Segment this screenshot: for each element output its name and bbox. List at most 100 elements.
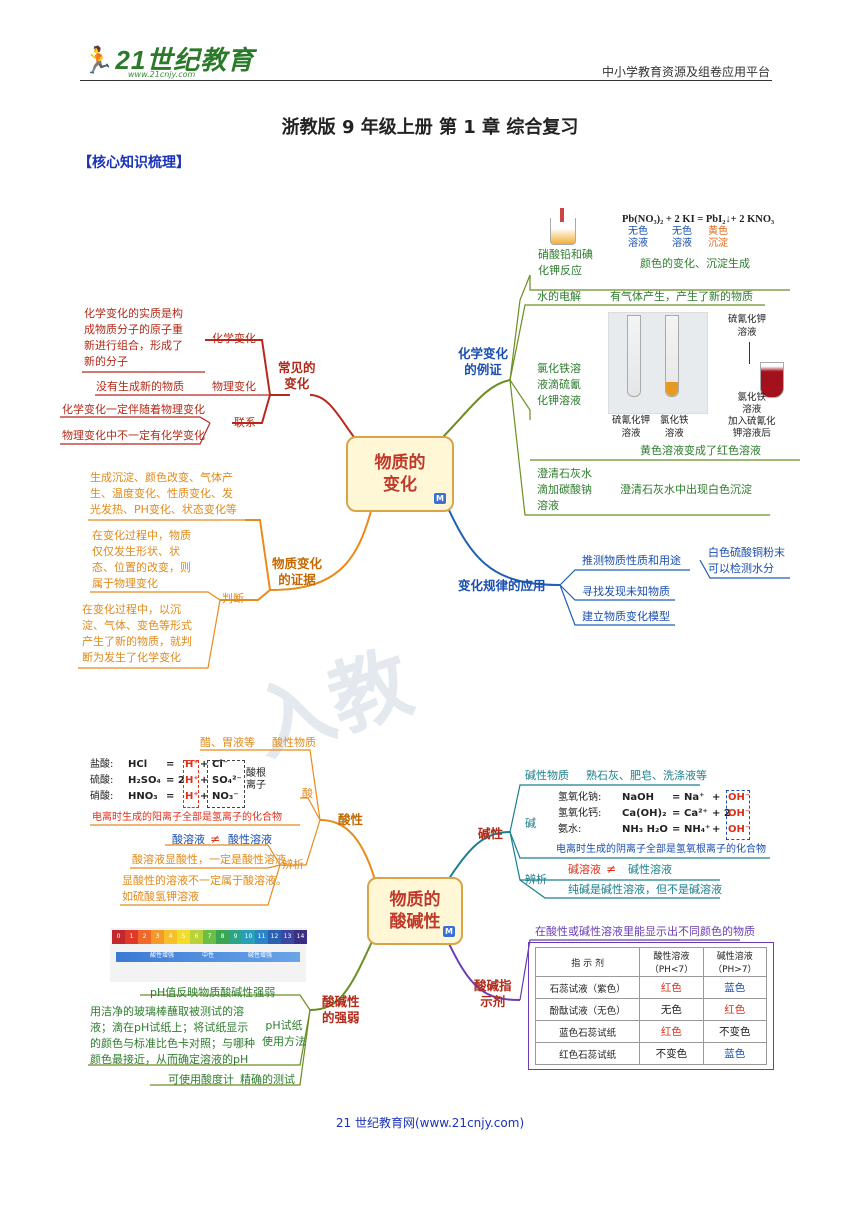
formula: NH₃ H₂O xyxy=(622,824,668,835)
tube-3-bottom-label: 氯化铁溶液 加入硫氰化钾溶液后 xyxy=(728,392,776,439)
h-ion: H⁺ xyxy=(185,791,199,802)
link-desc-1: 化学变化一定伴随着物理变化 xyxy=(62,403,205,416)
table-header-row: 指 示 剂酸性溶液 （PH<7）碱性溶液 （PH>7） xyxy=(534,947,768,977)
link-desc-2: 物理变化中不一定有化学变化 xyxy=(62,429,205,442)
table-row: 红色石蕊试纸不变色蓝色 xyxy=(534,1042,768,1065)
reaction-equation: Pb(NO₃)₂ + 2 KI = PbI₂↓+ 2 KNO₃ xyxy=(622,214,775,225)
apply-3: 建立物质变化模型 xyxy=(582,610,670,623)
plus: + xyxy=(200,791,209,802)
plus: + xyxy=(712,824,721,835)
hub-acid-base: 物质的酸碱性 M xyxy=(367,877,463,945)
acid-name: 盐酸: xyxy=(90,759,114,770)
judge-physical: 在变化过程中，物质仅仅发生形状、状 态、位置的改变，则属于物理变化 xyxy=(92,529,191,590)
example-1-label: 硝酸铅和碘化钾反应 xyxy=(538,248,593,277)
table-cell: 红色 xyxy=(702,998,768,1021)
acid-name: 硫酸: xyxy=(90,775,114,786)
acid-name: 硝酸: xyxy=(90,791,114,802)
table-cell: 蓝色 xyxy=(702,976,768,999)
ph-swatch: 14 xyxy=(294,930,307,944)
mindmap-icon: M xyxy=(434,493,446,504)
ph-swatch: 7 xyxy=(203,930,216,944)
table-cell: 红色 xyxy=(639,1020,704,1043)
topic-strength: 酸碱性的强弱 xyxy=(322,994,360,1025)
base-substance-desc: 熟石灰、肥皂、洗涤液等 xyxy=(586,769,707,782)
table-row: 蓝色石蕊试纸红色不变色 xyxy=(534,1020,768,1043)
acid-distinguish-2: 酸溶液显酸性，一定是酸性溶液 xyxy=(132,853,286,866)
phys-change-desc: 没有生成新的物质 xyxy=(96,380,184,393)
oh-ion-box xyxy=(726,790,750,840)
table-row: 石蕊试液（紫色）红色蓝色 xyxy=(534,976,768,999)
acid-label: 酸 xyxy=(302,787,313,800)
cation: Ca²⁺ xyxy=(684,808,708,819)
ph-swatch: 11 xyxy=(255,930,268,944)
example-3-desc: 黄色溶液变成了红色溶液 xyxy=(640,444,761,457)
down-arrow-icon xyxy=(749,342,750,364)
platform-name: 中小学教育资源及组卷应用平台 xyxy=(601,65,770,79)
acid-substance-label: 酸性物质 xyxy=(272,736,316,749)
not-equal-icon: ≠ xyxy=(606,862,617,876)
red-test-tube xyxy=(760,362,784,398)
chem-change-desc: 化学变化的实质是构成物质分子的原子重 新进行组合，形成了新的分子 xyxy=(84,307,183,368)
section-heading: 【核心知识梳理】 xyxy=(78,155,190,171)
basic-solution: 碱性溶液 xyxy=(628,863,672,876)
topic-apply: 变化规律的应用 xyxy=(458,578,546,593)
formula: H₂SO₄ xyxy=(128,775,161,786)
judge-label: 判断 xyxy=(222,592,244,605)
formula: NaOH xyxy=(622,792,654,803)
h-ion: H⁺ xyxy=(185,759,199,770)
equals: = xyxy=(166,759,175,770)
plus: + 2 xyxy=(712,808,731,819)
test-tube-photo xyxy=(608,312,708,414)
ph-paper-method-label: pH试纸使用方法 xyxy=(262,1019,306,1048)
topic-acidity: 酸性 xyxy=(338,812,364,827)
table-row: 酚酞试液（无色）无色红色 xyxy=(534,998,768,1021)
ph-swatch: 10 xyxy=(242,930,255,944)
formula: HCl xyxy=(128,759,148,770)
example-4-label: 澄清石灰水滴加碳酸钠溶液 xyxy=(537,467,592,512)
example-4-desc: 澄清石灰水中出现白色沉淀 xyxy=(620,483,752,496)
ph-swatch: 12 xyxy=(268,930,281,944)
ph-swatch: 13 xyxy=(281,930,294,944)
equals: = xyxy=(672,808,681,819)
page-footer: 21 世纪教育网(www.21cnjy.com) xyxy=(335,1116,525,1130)
eq-note-1: 无色溶液 xyxy=(628,226,648,249)
ph-swatch: 8 xyxy=(216,930,229,944)
anion: NO₃⁻ xyxy=(212,791,239,802)
acid-root-box xyxy=(207,760,245,808)
eq-note-2: 无色溶液 xyxy=(672,226,692,249)
ph-swatch: 3 xyxy=(151,930,164,944)
formula: Ca(OH)₂ xyxy=(622,808,667,819)
acid-distinguish-3: 显酸性的溶液不一定属于酸溶液。如硫酸氢钾溶液 xyxy=(122,874,287,903)
ph-swatch: 4 xyxy=(164,930,177,944)
ph-swatch: 9 xyxy=(229,930,242,944)
table-cell: 石蕊试液（紫色） xyxy=(534,976,641,999)
example-2-desc: 有气体产生，产生了新的物质 xyxy=(610,290,753,303)
topic-evidence: 物质变化的证据 xyxy=(272,556,323,587)
apply-1: 推测物质性质和用途 xyxy=(582,554,681,567)
table-header-cell: 指 示 剂 xyxy=(534,947,641,977)
apply-2: 寻找发现未知物质 xyxy=(582,585,670,598)
header-divider xyxy=(80,80,772,81)
example-2-label: 水的电解 xyxy=(537,290,581,303)
acid-definition: 电离时生成的阳离子全部是氢离子的化合物 xyxy=(92,812,282,823)
acid-substance-desc: 醋、胃液等 xyxy=(200,736,255,749)
runner-icon: 🏃 xyxy=(82,45,116,75)
h-ion-box xyxy=(183,760,199,808)
base-label: 碱 xyxy=(525,817,536,830)
base-distinguish-label: 辨析 xyxy=(525,873,547,886)
table-header-cell: 酸性溶液 （PH<7） xyxy=(639,947,704,977)
beaker-image xyxy=(548,208,576,245)
topic-common-change: 常见的变化 xyxy=(278,360,316,391)
base-name: 氢氧化钠: xyxy=(558,792,602,803)
table-header-cell: 碱性溶液 （PH>7） xyxy=(702,947,768,977)
equals: = 2 xyxy=(166,775,185,786)
site-logo: 🏃21世纪教育 xyxy=(82,45,255,75)
topic-basicity: 碱性 xyxy=(478,826,504,841)
acid-distinguish-label: 辨析 xyxy=(282,858,304,871)
chem-change-label: 化学变化 xyxy=(212,332,256,345)
table-cell: 红色 xyxy=(639,976,704,999)
oh-ion: OH⁻ xyxy=(728,808,751,819)
hub-matter-change: 物质的变化 M xyxy=(346,436,454,512)
